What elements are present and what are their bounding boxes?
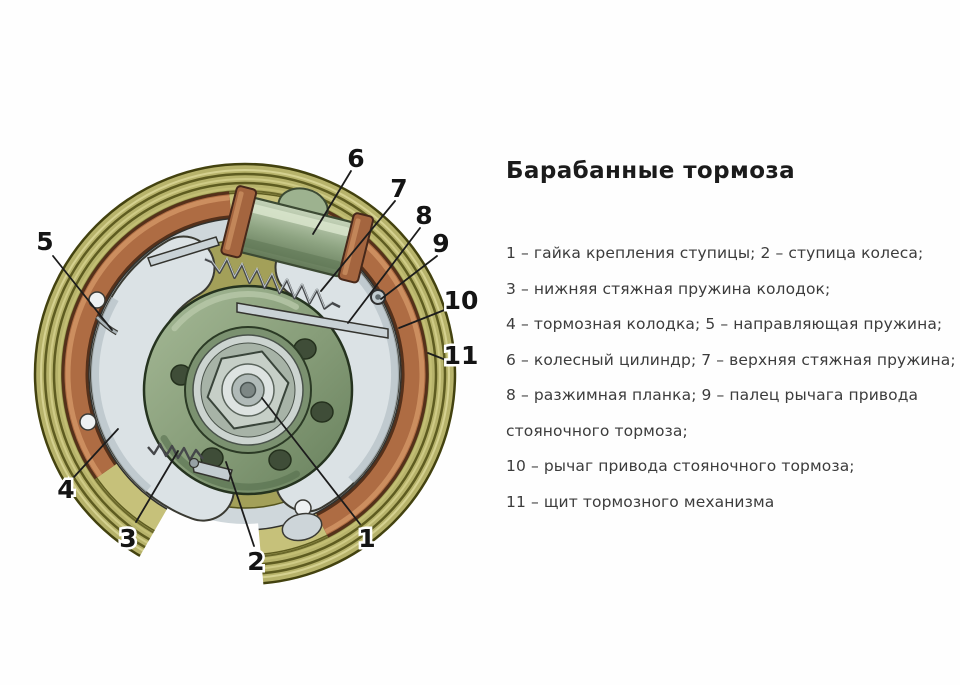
legend-line-5: 8 – разжимная планка; 9 – палец рычага п… xyxy=(506,386,919,404)
legend-panel: Барабанные тормоза xyxy=(506,140,954,184)
callout-label-9: 9 xyxy=(432,229,449,258)
drum-brake-illustration: 1 2 3 4 5 6 7 8 9 10 11 xyxy=(33,142,481,590)
callout-label-1: 1 xyxy=(358,524,375,553)
legend-line-1: 1 – гайка крепления ступицы; 2 – ступица… xyxy=(506,244,924,262)
legend-list: 1 – гайка крепления ступицы; 2 – ступица… xyxy=(506,236,956,520)
callout-label-4: 4 xyxy=(57,475,74,504)
page-title: Барабанные тормоза xyxy=(506,158,796,184)
callout-line-7 xyxy=(320,200,396,292)
callout-label-3: 3 xyxy=(119,524,136,553)
callout-line-4 xyxy=(73,428,119,478)
web-notch xyxy=(79,413,97,431)
callout-line-10 xyxy=(398,308,448,329)
legend-line-7: 10 – рычаг привода стояночного тормоза; xyxy=(506,457,855,475)
legend-line-6: стояночного тормоза; xyxy=(506,421,688,440)
callout-label-7: 7 xyxy=(390,174,407,203)
hub-bolt-holes xyxy=(170,335,334,471)
callout-label-5: 5 xyxy=(36,227,53,256)
callout-line-11 xyxy=(427,352,447,361)
callout-line-5 xyxy=(52,255,113,331)
lower-return-spring xyxy=(147,442,233,482)
upper-return-spring xyxy=(204,256,341,310)
legend-line-2: 3 – нижняя стяжная пружина колодок; xyxy=(506,279,831,298)
legend-line-8: 11 – щит тормозного механизма xyxy=(506,492,775,511)
callout-label-11: 11 xyxy=(444,341,479,370)
callout-label-10: 10 xyxy=(444,286,479,315)
spreader-strut xyxy=(236,302,389,339)
drum-brake-diagram: 1 2 3 4 5 6 7 8 9 10 11 xyxy=(33,142,481,590)
callout-labels: 1 2 3 4 5 6 7 8 9 10 11 xyxy=(34,142,481,579)
wheel-hub xyxy=(142,284,354,496)
wheel-cylinder xyxy=(220,185,374,284)
hub-center-nut xyxy=(184,326,312,454)
callout-line-9 xyxy=(380,255,438,300)
callout-label-6: 6 xyxy=(347,144,364,173)
callout-line-2 xyxy=(225,461,255,547)
callout-label-8: 8 xyxy=(415,201,432,230)
callout-line-6 xyxy=(312,170,352,235)
callout-label-2: 2 xyxy=(247,547,264,576)
drum-cutaway xyxy=(137,503,264,590)
legend-line-3: 4 – тормозная колодка; 5 – направляющая … xyxy=(506,315,943,333)
callout-line-8 xyxy=(347,227,421,324)
callout-line-3 xyxy=(135,450,179,523)
callout-line-1 xyxy=(261,397,361,525)
guide-spring xyxy=(95,315,119,336)
callout-leaders xyxy=(52,170,448,547)
upper-left-rod xyxy=(147,236,220,267)
legend-line-4: 6 – колесный цилиндр; 7 – верхняя стяжна… xyxy=(506,350,956,369)
lower-shoe-tip xyxy=(281,512,323,542)
